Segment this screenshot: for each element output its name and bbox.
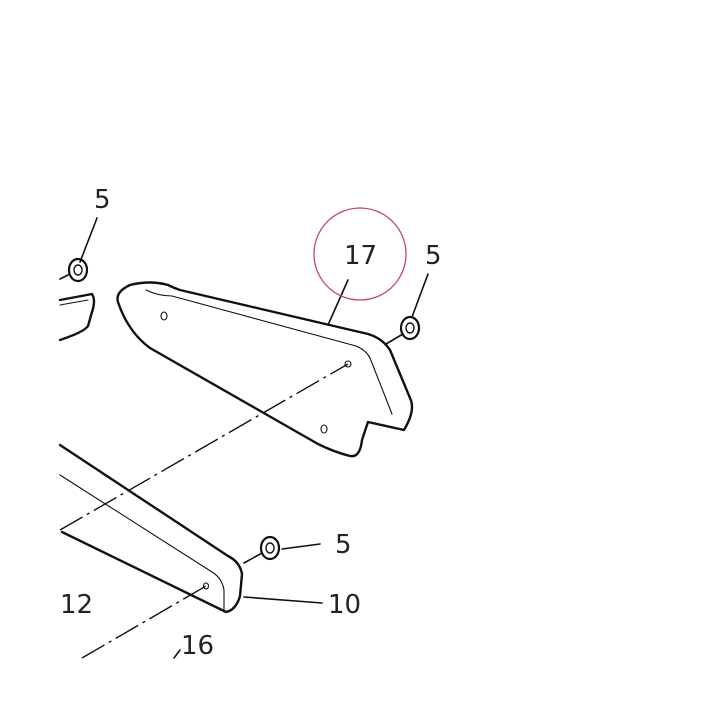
highlight-circle	[313, 207, 407, 301]
washer-top-right[interactable]	[399, 315, 421, 341]
center-lines	[59, 363, 349, 659]
callout-bottom-part: 16	[181, 631, 214, 661]
callout-washer-top-right: 5	[425, 241, 442, 271]
washer-bottom[interactable]	[259, 535, 281, 561]
leader-lines	[79, 217, 429, 659]
callout-rail: 10	[328, 590, 361, 620]
leader-rail	[243, 596, 323, 604]
leader-washer-top-right	[411, 273, 429, 318]
bracket-hole-left	[160, 311, 168, 321]
center-line-upper	[59, 363, 349, 531]
leader-washer-top-left	[79, 217, 98, 263]
leader-bracket	[327, 279, 349, 326]
bracket-hole-bottom	[320, 424, 328, 434]
rail-part-10[interactable]	[58, 443, 244, 614]
callout-bracket: 17	[344, 241, 377, 271]
washer-top-left[interactable]	[67, 257, 89, 283]
left-partial-bracket	[58, 292, 96, 342]
leader-washer-bottom	[281, 543, 321, 550]
callout-washer-bottom: 5	[335, 530, 352, 560]
rail-hole	[202, 582, 210, 590]
leader-bottom-part	[173, 649, 181, 659]
bracket-part-17[interactable]	[116, 281, 414, 458]
center-line-lower	[81, 585, 207, 659]
callout-washer-top-left: 5	[94, 185, 111, 215]
callout-left-part: 12	[60, 590, 93, 620]
